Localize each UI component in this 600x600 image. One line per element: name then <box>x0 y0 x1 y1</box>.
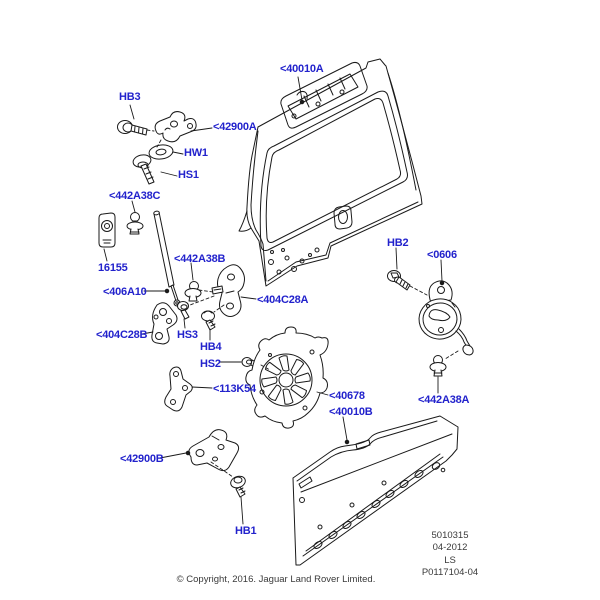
label-40678[interactable]: <40678 <box>329 390 365 402</box>
bolt-hb3-drawing <box>117 120 148 136</box>
hinge-404c28b-drawing <box>151 302 178 345</box>
label-442a38b[interactable]: <442A38B <box>174 253 226 265</box>
label-42900a[interactable]: <42900A <box>213 121 257 133</box>
issue-date: 04-2012 <box>432 542 468 554</box>
bolt-hb4-drawing <box>201 310 216 331</box>
ball-stud-442a38a-drawing <box>429 355 447 377</box>
label-hb1: HB1 <box>235 525 257 537</box>
label-hb4: HB4 <box>200 341 222 353</box>
grommet-16155-drawing <box>98 212 116 248</box>
copyright-notice: © Copyright, 2016. Jaguar Land Rover Lim… <box>176 574 376 585</box>
carrier-40678-drawing <box>245 326 329 429</box>
label-16155: 16155 <box>98 262 128 274</box>
lower-tailgate-drawing <box>292 415 459 566</box>
label-406a10[interactable]: <406A10 <box>103 286 147 298</box>
label-hs1: HS1 <box>178 169 199 181</box>
leader-lines <box>103 76 445 525</box>
label-113k54[interactable]: <113K54 <box>213 383 256 395</box>
ball-stud-442a38b-drawing <box>184 281 202 302</box>
ball-stud-442a38c-drawing <box>126 212 144 235</box>
upper-tailgate-drawing <box>238 58 423 287</box>
label-42900b[interactable]: <42900B <box>120 453 164 465</box>
washer-hw1-drawing <box>148 144 174 160</box>
gas-strut-406a10-drawing <box>153 210 181 307</box>
bolt-hs3-drawing <box>177 301 190 320</box>
hinge-42900b-drawing <box>188 429 240 472</box>
hinge-404c28a-drawing <box>211 264 245 317</box>
bolt-hb1-drawing <box>230 475 246 498</box>
drawing-stamp: 5010315 04-2012 LS P0117104-04 <box>390 530 510 580</box>
label-404c28b[interactable]: <404C28B <box>96 329 148 341</box>
catalog-number: 5010315 <box>431 530 469 541</box>
assembly-dashed-lines <box>146 129 459 478</box>
label-404c28a[interactable]: <404C28A <box>257 294 309 306</box>
label-hs2: HS2 <box>200 358 221 370</box>
hinge-42900a-drawing <box>154 111 197 143</box>
label-40010a[interactable]: <40010A <box>280 63 324 75</box>
screw-hs1-drawing <box>132 154 155 185</box>
latch-0606-drawing <box>418 280 474 356</box>
label-hb3: HB3 <box>119 91 141 103</box>
label-hw1: HW1 <box>184 147 208 159</box>
bolt-hb2-drawing <box>387 270 411 291</box>
label-hb2: HB2 <box>387 237 409 249</box>
model-code: LS <box>444 554 456 566</box>
label-0606[interactable]: <0606 <box>427 249 457 261</box>
label-hs3: HS3 <box>177 329 198 341</box>
plate-number: P0117104-04 <box>421 567 479 579</box>
label-40010b[interactable]: <40010B <box>329 406 373 418</box>
label-442a38c[interactable]: <442A38C <box>109 190 161 202</box>
label-442a38a[interactable]: <442A38A <box>418 394 470 406</box>
bracket-113k54-drawing <box>164 366 193 412</box>
